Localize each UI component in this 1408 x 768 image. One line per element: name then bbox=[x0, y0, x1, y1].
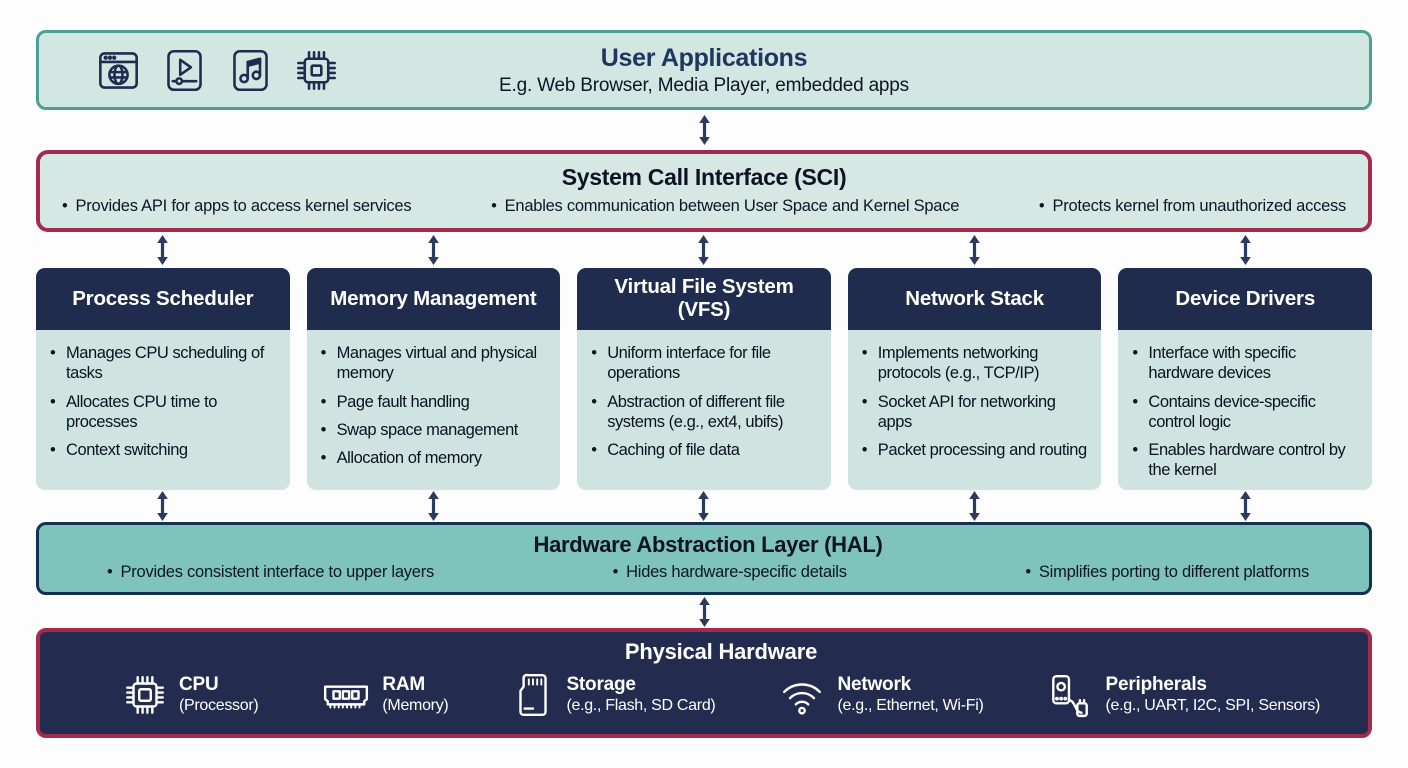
sci-title: System Call Interface (SCI) bbox=[561, 164, 847, 190]
hal-title: Hardware Abstraction Layer (HAL) bbox=[533, 531, 883, 557]
arrow-row-hal-hardware bbox=[36, 595, 1372, 628]
browser-icon bbox=[95, 47, 142, 94]
bullet-item: Manages CPU scheduling of tasks bbox=[49, 343, 282, 384]
bullet-item: Enables hardware control by the kernel bbox=[1131, 440, 1364, 481]
hardware-item-detail: (Memory) bbox=[382, 696, 449, 714]
chip-icon bbox=[293, 47, 340, 94]
hardware-item-ram: RAM (Memory) bbox=[321, 672, 449, 718]
hardware-item-network: Network (e.g., Ethernet, Wi-Fi) bbox=[778, 672, 984, 718]
arrow-row-user-sci bbox=[36, 110, 1372, 150]
bullet-item: Caching of file data bbox=[590, 440, 823, 461]
bidirectional-arrow bbox=[155, 491, 170, 521]
device-drivers-box: Device Drivers Interface with specific h… bbox=[1118, 268, 1372, 490]
device-drivers-title: Device Drivers bbox=[1118, 268, 1372, 330]
sci-bullet: Protects kernel from unauthorized access bbox=[1039, 197, 1346, 216]
system-call-interface-layer: System Call Interface (SCI) Provides API… bbox=[36, 150, 1372, 232]
bidirectional-arrow bbox=[155, 235, 170, 265]
bullet-item: Abstraction of different file systems (e… bbox=[590, 392, 823, 433]
arrow-row-kernel-hal bbox=[36, 490, 1372, 522]
bidirectional-arrow bbox=[967, 235, 982, 265]
ram-icon bbox=[321, 672, 371, 718]
hardware-item-detail: (Processor) bbox=[179, 696, 259, 714]
hardware-item-name: Network bbox=[837, 673, 912, 695]
hardware-item-name: Storage bbox=[566, 673, 636, 695]
bullet-item: Packet processing and routing bbox=[861, 440, 1094, 461]
music-icon bbox=[227, 47, 274, 94]
bullet-item: Swap space management bbox=[320, 420, 553, 441]
hal-bullets: Provides consistent interface to upper l… bbox=[107, 563, 1310, 582]
storage-icon bbox=[511, 671, 555, 719]
memory-management-title: Memory Management bbox=[306, 268, 561, 330]
bullet-item: Allocation of memory bbox=[320, 448, 553, 469]
user-applications-layer: User Applications E.g. Web Browser, Medi… bbox=[36, 30, 1372, 110]
network-icon bbox=[778, 672, 826, 718]
bullet-item: Socket API for networking apps bbox=[861, 392, 1094, 433]
physical-hardware-title: Physical Hardware bbox=[624, 639, 818, 664]
bidirectional-arrow bbox=[696, 235, 711, 265]
bullet-item: Context switching bbox=[49, 440, 282, 461]
virtual-file-system-box: Virtual File System (VFS) Uniform interf… bbox=[577, 268, 831, 490]
sci-bullet: Enables communication between User Space… bbox=[491, 197, 960, 216]
virtual-file-system-title: Virtual File System (VFS) bbox=[577, 268, 831, 330]
hardware-item-detail: (e.g., Ethernet, Wi-Fi) bbox=[837, 696, 984, 714]
hardware-item-name: Peripherals bbox=[1105, 673, 1207, 695]
memory-management-box: Memory Management Manages virtual and ph… bbox=[306, 268, 561, 490]
process-scheduler-box: Process Scheduler Manages CPU scheduling… bbox=[36, 268, 290, 490]
hardware-item-cpu: CPU (Processor) bbox=[122, 672, 259, 718]
bidirectional-arrow bbox=[967, 491, 982, 521]
hardware-item-name: RAM bbox=[382, 673, 426, 695]
physical-hardware-layer: Physical Hardware bbox=[36, 628, 1372, 738]
network-stack-box: Network Stack Implements networking prot… bbox=[847, 268, 1102, 490]
hardware-item-detail: (e.g., Flash, SD Card) bbox=[566, 696, 716, 714]
bidirectional-arrow bbox=[426, 235, 441, 265]
bidirectional-arrow bbox=[697, 596, 712, 627]
bullet-item: Manages virtual and physical memory bbox=[320, 343, 553, 384]
peripherals-icon bbox=[1046, 671, 1094, 719]
bullet-item: Uniform interface for file operations bbox=[590, 343, 823, 384]
bidirectional-arrow bbox=[1238, 491, 1253, 521]
bidirectional-arrow bbox=[697, 115, 712, 145]
bullet-item: Interface with specific hardware devices bbox=[1131, 343, 1364, 384]
kernel-subsystems: Process Scheduler Manages CPU scheduling… bbox=[36, 268, 1372, 490]
media-player-icon bbox=[161, 47, 208, 94]
hardware-item-storage: Storage (e.g., Flash, SD Card) bbox=[511, 671, 716, 719]
bullet-item: Allocates CPU time to processes bbox=[49, 392, 282, 433]
hardware-abstraction-layer: Hardware Abstraction Layer (HAL) Provide… bbox=[36, 522, 1372, 595]
bidirectional-arrow bbox=[1238, 235, 1253, 265]
bullet-item: Contains device-specific control logic bbox=[1131, 392, 1364, 433]
cpu-icon bbox=[122, 672, 168, 718]
bidirectional-arrow bbox=[426, 491, 441, 521]
hardware-item-name: CPU bbox=[179, 673, 219, 695]
hal-bullet: Simplifies porting to different platform… bbox=[1025, 563, 1309, 582]
hal-bullet: Provides consistent interface to upper l… bbox=[107, 563, 435, 582]
bidirectional-arrow bbox=[696, 491, 711, 521]
user-applications-title: User Applications bbox=[600, 43, 808, 72]
hardware-items: CPU (Processor) bbox=[122, 665, 1320, 724]
bullet-item: Implements networking protocols (e.g., T… bbox=[861, 343, 1094, 384]
network-stack-title: Network Stack bbox=[847, 268, 1102, 330]
process-scheduler-title: Process Scheduler bbox=[36, 268, 290, 330]
application-icons bbox=[95, 33, 340, 107]
user-applications-subtitle: E.g. Web Browser, Media Player, embedded… bbox=[499, 74, 909, 96]
arrow-row-sci-kernel bbox=[36, 232, 1372, 268]
bullet-item: Page fault handling bbox=[320, 392, 553, 413]
hardware-item-peripherals: Peripherals (e.g., UART, I2C, SPI, Senso… bbox=[1046, 671, 1320, 719]
hardware-item-detail: (e.g., UART, I2C, SPI, Sensors) bbox=[1105, 696, 1320, 714]
sci-bullet: Provides API for apps to access kernel s… bbox=[62, 197, 412, 216]
hal-bullet: Hides hardware-specific details bbox=[613, 563, 847, 582]
sci-bullets: Provides API for apps to access kernel s… bbox=[62, 197, 1347, 216]
